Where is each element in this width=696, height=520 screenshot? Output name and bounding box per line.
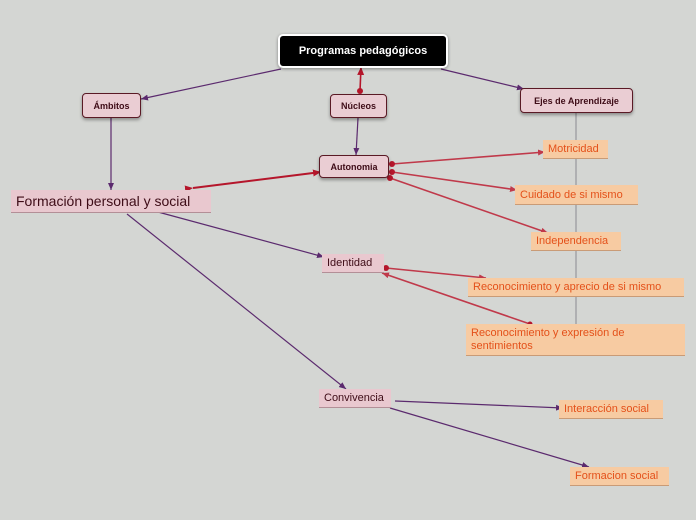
- identidad-node[interactable]: Identidad: [322, 254, 384, 273]
- root-node[interactable]: Programas pedagógicos: [278, 34, 448, 68]
- edge-nucleos-autonomia: [353, 117, 360, 156]
- edge-convivencia-formacion-social: [389, 407, 590, 468]
- motricidad-node[interactable]: Motricidad: [543, 140, 608, 159]
- independencia-node[interactable]: Independencia: [531, 232, 621, 251]
- root-label: Programas pedagógicos: [298, 45, 428, 57]
- edge-convivencia-interaccion: [394, 400, 564, 411]
- edge-root-ambitos: [140, 68, 282, 101]
- nucleos-header-node[interactable]: Núcleos: [330, 94, 387, 118]
- ambitos-label: Ámbitos: [93, 100, 130, 111]
- autonomia-label: Autonomia: [330, 161, 378, 172]
- edge-formacion-convivencia: [126, 213, 347, 390]
- ejes-label: Ejes de Aprendizaje: [534, 95, 619, 106]
- formacion-social-node[interactable]: Formacion social: [570, 467, 669, 486]
- edge-autonomia-cuidado: [391, 171, 518, 192]
- formacion-social-label: Formacion social: [575, 470, 659, 482]
- edge-identidad-aprecio: [385, 267, 487, 281]
- independencia-label: Independencia: [536, 235, 609, 247]
- reconocimiento-expresion-label: Reconocimiento y expresión de sentimient…: [471, 326, 625, 352]
- convivencia-label: Convivencia: [324, 392, 384, 404]
- cuidado-label: Cuidado de si mismo: [520, 188, 623, 201]
- ambitos-header-node[interactable]: Ámbitos: [82, 93, 141, 118]
- convivencia-node[interactable]: Convivencia: [319, 389, 391, 408]
- ejes-header-node[interactable]: Ejes de Aprendizaje: [520, 88, 633, 113]
- formacion-personal-node[interactable]: Formación personal y social: [11, 190, 211, 213]
- edge-autonomia-independencia: [389, 177, 549, 234]
- identidad-label: Identidad: [327, 257, 373, 269]
- edge-formacion-identidad: [157, 211, 325, 259]
- reconocimiento-aprecio-label: Reconocimiento y aprecio de si mismo: [473, 281, 662, 293]
- cuidado-node[interactable]: Cuidado de si mismo: [515, 185, 638, 205]
- nucleos-label: Núcleos: [340, 101, 376, 111]
- edge-autonomia-motricidad: [391, 149, 546, 165]
- edge-nucleos-root: [357, 66, 365, 92]
- formacion-personal-label: Formación personal y social: [16, 193, 191, 209]
- interaccion-social-label: Interacción social: [564, 403, 649, 415]
- motricidad-label: Motricidad: [548, 143, 599, 155]
- autonomia-node[interactable]: Autonomia: [319, 155, 389, 178]
- edge-expresion-identidad: [381, 272, 531, 325]
- edge-dot: [357, 88, 363, 94]
- interaccion-social-node[interactable]: Interacción social: [559, 400, 663, 419]
- reconocimiento-aprecio-node[interactable]: Reconocimiento y aprecio de si mismo: [468, 278, 684, 297]
- edge-root-ejes: [440, 68, 525, 91]
- edge-formacion-autonomia: [184, 169, 322, 193]
- reconocimiento-expresion-node[interactable]: Reconocimiento y expresión de sentimient…: [466, 324, 685, 356]
